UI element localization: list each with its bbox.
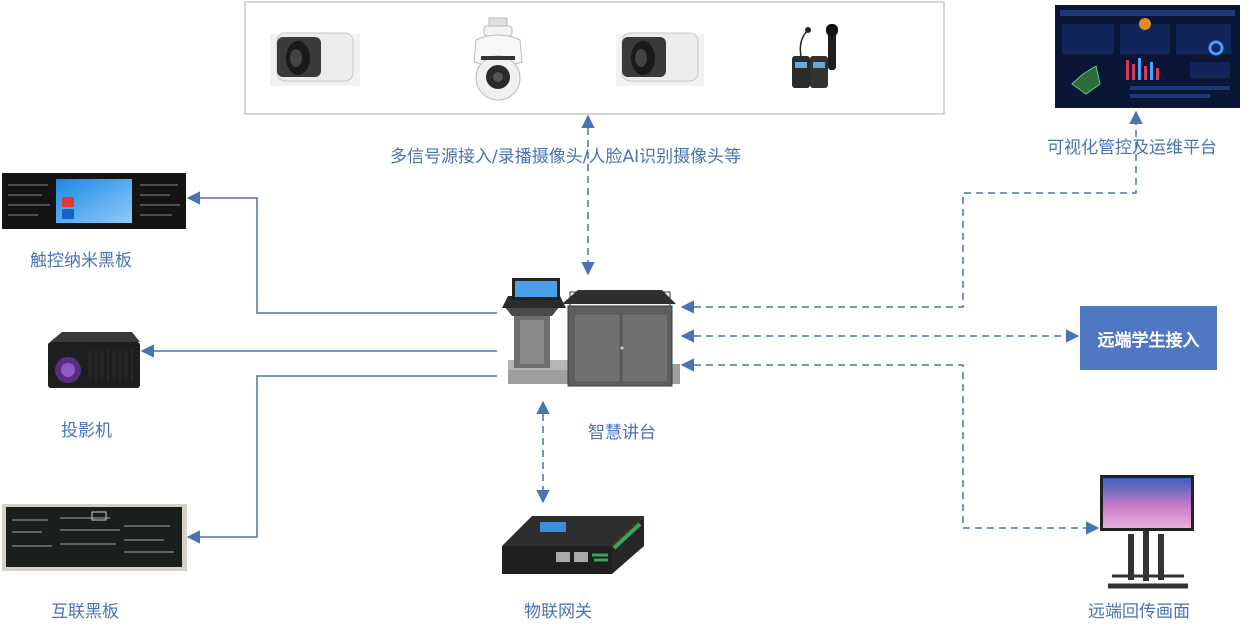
connector-interactive-board bbox=[186, 375, 497, 544]
projector-label: 投影机 bbox=[61, 421, 112, 441]
display-stand-icon bbox=[1100, 475, 1194, 589]
dashboard-screen-icon bbox=[1055, 5, 1240, 108]
bullet-camera-icon bbox=[270, 32, 360, 86]
projector-icon bbox=[48, 332, 140, 388]
signal-sources-label: 多信号源接入/录播摄像头/人脸AI识别摄像头等 bbox=[390, 147, 742, 167]
iot-gateway-icon bbox=[502, 516, 644, 574]
interactive-board-label: 互联黑板 bbox=[51, 602, 119, 622]
wireless-microphone-icon bbox=[792, 24, 838, 88]
connector-remote-display bbox=[680, 358, 1100, 535]
connector-visual-platform bbox=[680, 110, 1143, 314]
bullet-camera-icon bbox=[616, 32, 704, 86]
smart-podium-icon bbox=[502, 278, 680, 387]
remote-student-box: 远端学生接入 bbox=[1080, 306, 1217, 370]
ptz-dome-camera-icon bbox=[473, 17, 523, 101]
touch-board-label: 触控纳米黑板 bbox=[30, 251, 132, 271]
remote-display-label: 远端回传画面 bbox=[1088, 602, 1190, 622]
visual-platform-label: 可视化管控及运维平台 bbox=[1047, 138, 1217, 158]
iot-gateway-label: 物联网关 bbox=[524, 602, 592, 622]
smart-podium-label: 智慧讲台 bbox=[588, 423, 656, 443]
interactive-blackboard-icon bbox=[2, 504, 187, 571]
connector-touch-board bbox=[186, 191, 497, 314]
touch-blackboard-icon bbox=[2, 173, 186, 229]
